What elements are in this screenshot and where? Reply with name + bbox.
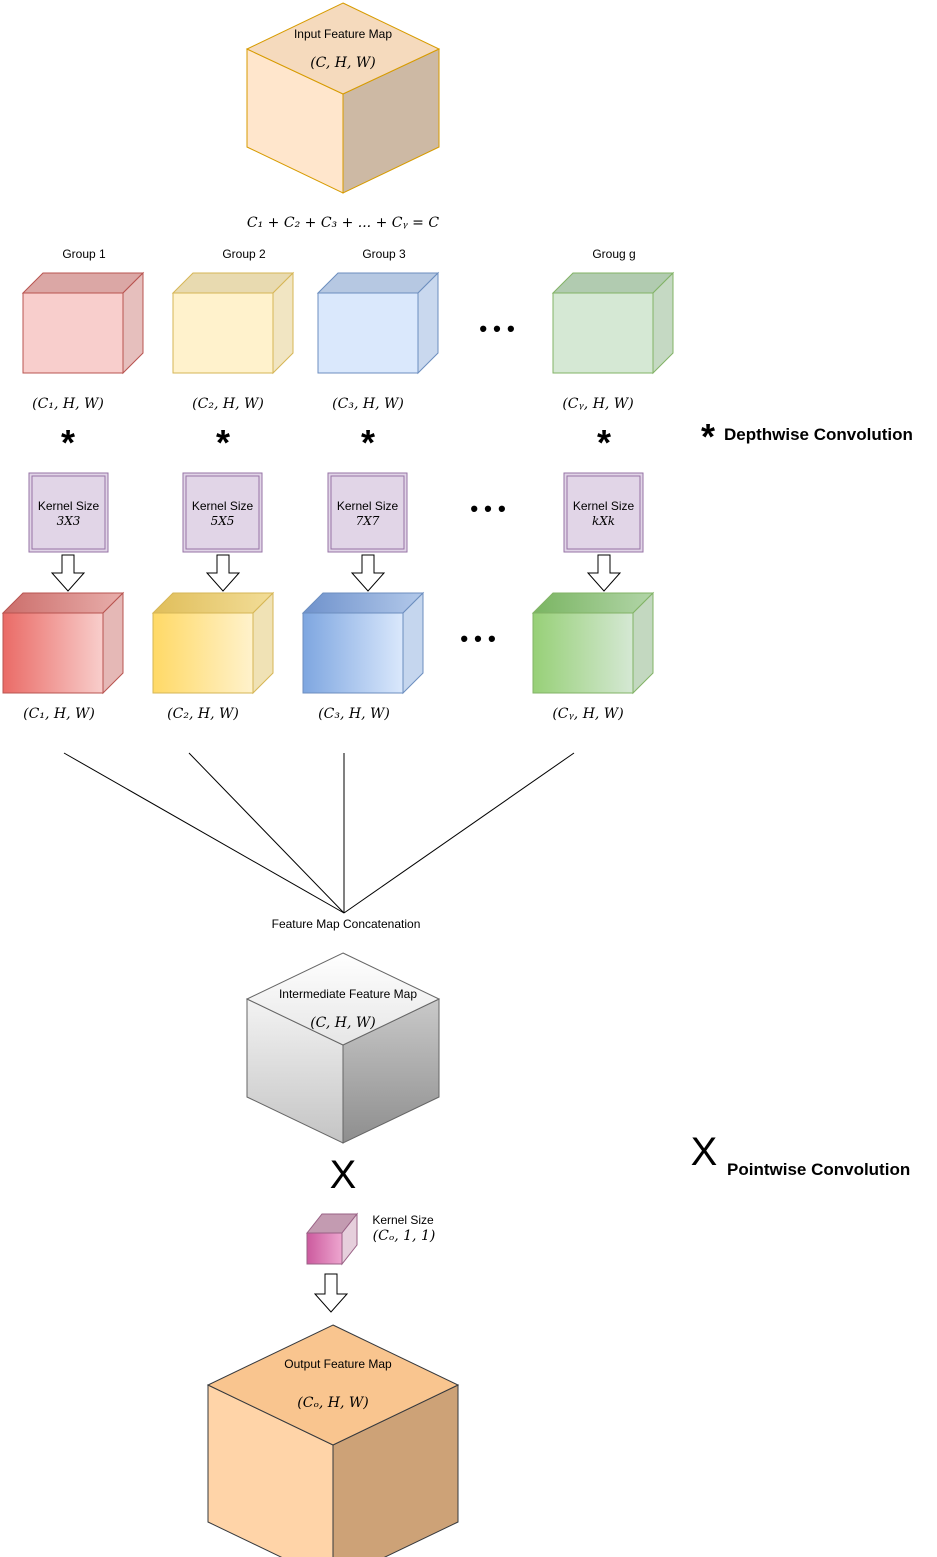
pointwise-kernel-cube	[305, 1212, 359, 1266]
group-output-cube-top-face	[531, 592, 655, 614]
intermediate-feature-map-cube	[245, 952, 441, 1144]
group-output-cube-front-face	[532, 612, 634, 694]
kernel-box-inner	[330, 475, 405, 550]
concat-line-group-1	[63, 752, 345, 914]
kernel-size: 3X3	[57, 514, 81, 528]
down-arrow	[586, 554, 622, 592]
kernel-box-inner	[31, 475, 106, 550]
kernel-box-outer	[182, 472, 263, 553]
depthwise-operator-symbol: *	[216, 422, 230, 463]
depthwise-operator-symbol: *	[361, 422, 375, 463]
down-arrow	[205, 554, 241, 592]
group-label: Group 2	[222, 247, 266, 261]
group-input-cube-top-face	[21, 272, 145, 294]
group-input-shape: (C₃, H, W)	[332, 396, 404, 412]
group-input-cube-front-face	[552, 292, 654, 374]
group-output-shape: (C₁, H, W)	[23, 706, 95, 722]
group-output-cube-front-face	[2, 612, 104, 694]
group-input-cube-front-face	[172, 292, 274, 374]
concat-label: Feature Map Concatenation	[272, 917, 421, 931]
group-input-shape: (C₁, H, W)	[32, 396, 104, 412]
input-cube-top-face	[245, 2, 441, 95]
depthwise-operator-symbol: *	[61, 422, 75, 463]
ellipsis-groups: • • •	[479, 316, 514, 341]
split-equation: C₁ + C₂ + C₃ + ... + Cᵧ = C	[247, 215, 439, 231]
intermediate-map-title: Intermediate Feature Map	[279, 987, 417, 1001]
group-input-shape: (C₂, H, W)	[192, 396, 264, 412]
kernel-title: Kernel Size	[38, 499, 100, 513]
pointwise-kernel-title: Kernel Size	[372, 1213, 434, 1227]
legend-pointwise-label: Pointwise Convolution	[727, 1160, 910, 1179]
kernel-title: Kernel Size	[192, 499, 254, 513]
group-label: Groug g	[592, 247, 635, 261]
group-output-shape: (C₃, H, W)	[318, 706, 390, 722]
output-map-title: Output Feature Map	[284, 1357, 392, 1371]
concat-line-group-g	[343, 752, 575, 914]
concatenation-lines	[63, 752, 575, 914]
group-output-cube-front-face	[302, 612, 404, 694]
output-map-shape: (Cₒ, H, W)	[297, 1395, 368, 1411]
down-arrow	[350, 554, 386, 592]
legend-depthwise-symbol: *	[701, 416, 715, 457]
group-output-cube-top-face	[151, 592, 275, 614]
group-input-cube-front-face	[317, 292, 419, 374]
pointwise-kernel-shape: (Cₒ, 1, 1)	[373, 1228, 436, 1244]
group-input-cube-front-face	[22, 292, 124, 374]
down-arrow	[50, 554, 86, 592]
group-output-shape: (C₂, H, W)	[167, 706, 239, 722]
input-map-title: Input Feature Map	[294, 27, 392, 41]
pointwise-operator-symbol: X	[330, 1153, 357, 1197]
output-cube-top-face	[206, 1324, 460, 1446]
kernel-box-inner	[185, 475, 260, 550]
kernel-box-outer	[563, 472, 644, 553]
group-input-cube-top-face	[171, 272, 295, 294]
kernel-size: 5X5	[211, 514, 235, 528]
kernel-size: 7X7	[356, 514, 380, 528]
group-label: Group 3	[362, 247, 406, 261]
ellipsis-outputs: • • •	[460, 626, 495, 651]
intermediate-map-shape: (C, H, W)	[310, 1015, 376, 1031]
group-label: Group 1	[62, 247, 106, 261]
group-input-cube-top-face	[551, 272, 675, 294]
pointwise-kernel-front-face	[306, 1232, 343, 1265]
kernel-title: Kernel Size	[337, 499, 399, 513]
group-input-shape: (Cᵧ, H, W)	[562, 396, 633, 412]
group-output-cube-front-face	[152, 612, 254, 694]
group-output-cube-top-face	[301, 592, 425, 614]
kernel-title: Kernel Size	[573, 499, 635, 513]
kernel-box-inner	[566, 475, 641, 550]
kernel-box-outer	[327, 472, 408, 553]
output-feature-map-cube	[206, 1324, 460, 1557]
kernel-box-outer	[28, 472, 109, 553]
legend-depthwise-label: Depthwise Convolution	[724, 425, 913, 444]
pointwise-output-arrow	[313, 1273, 349, 1313]
intermediate-cube-top-face	[245, 952, 441, 1046]
group-output-shape: (Cᵧ, H, W)	[552, 706, 623, 722]
legend-pointwise-symbol: X	[691, 1130, 718, 1174]
group-output-cube-top-face	[1, 592, 125, 614]
depthwise-operator-symbol: *	[597, 422, 611, 463]
group-input-cube-top-face	[316, 272, 440, 294]
concat-line-group-2	[188, 752, 345, 914]
input-feature-map-cube	[245, 2, 441, 194]
input-map-shape: (C, H, W)	[310, 55, 376, 71]
ellipsis-kernels: • • •	[470, 496, 505, 521]
kernel-size: kXk	[592, 514, 615, 528]
